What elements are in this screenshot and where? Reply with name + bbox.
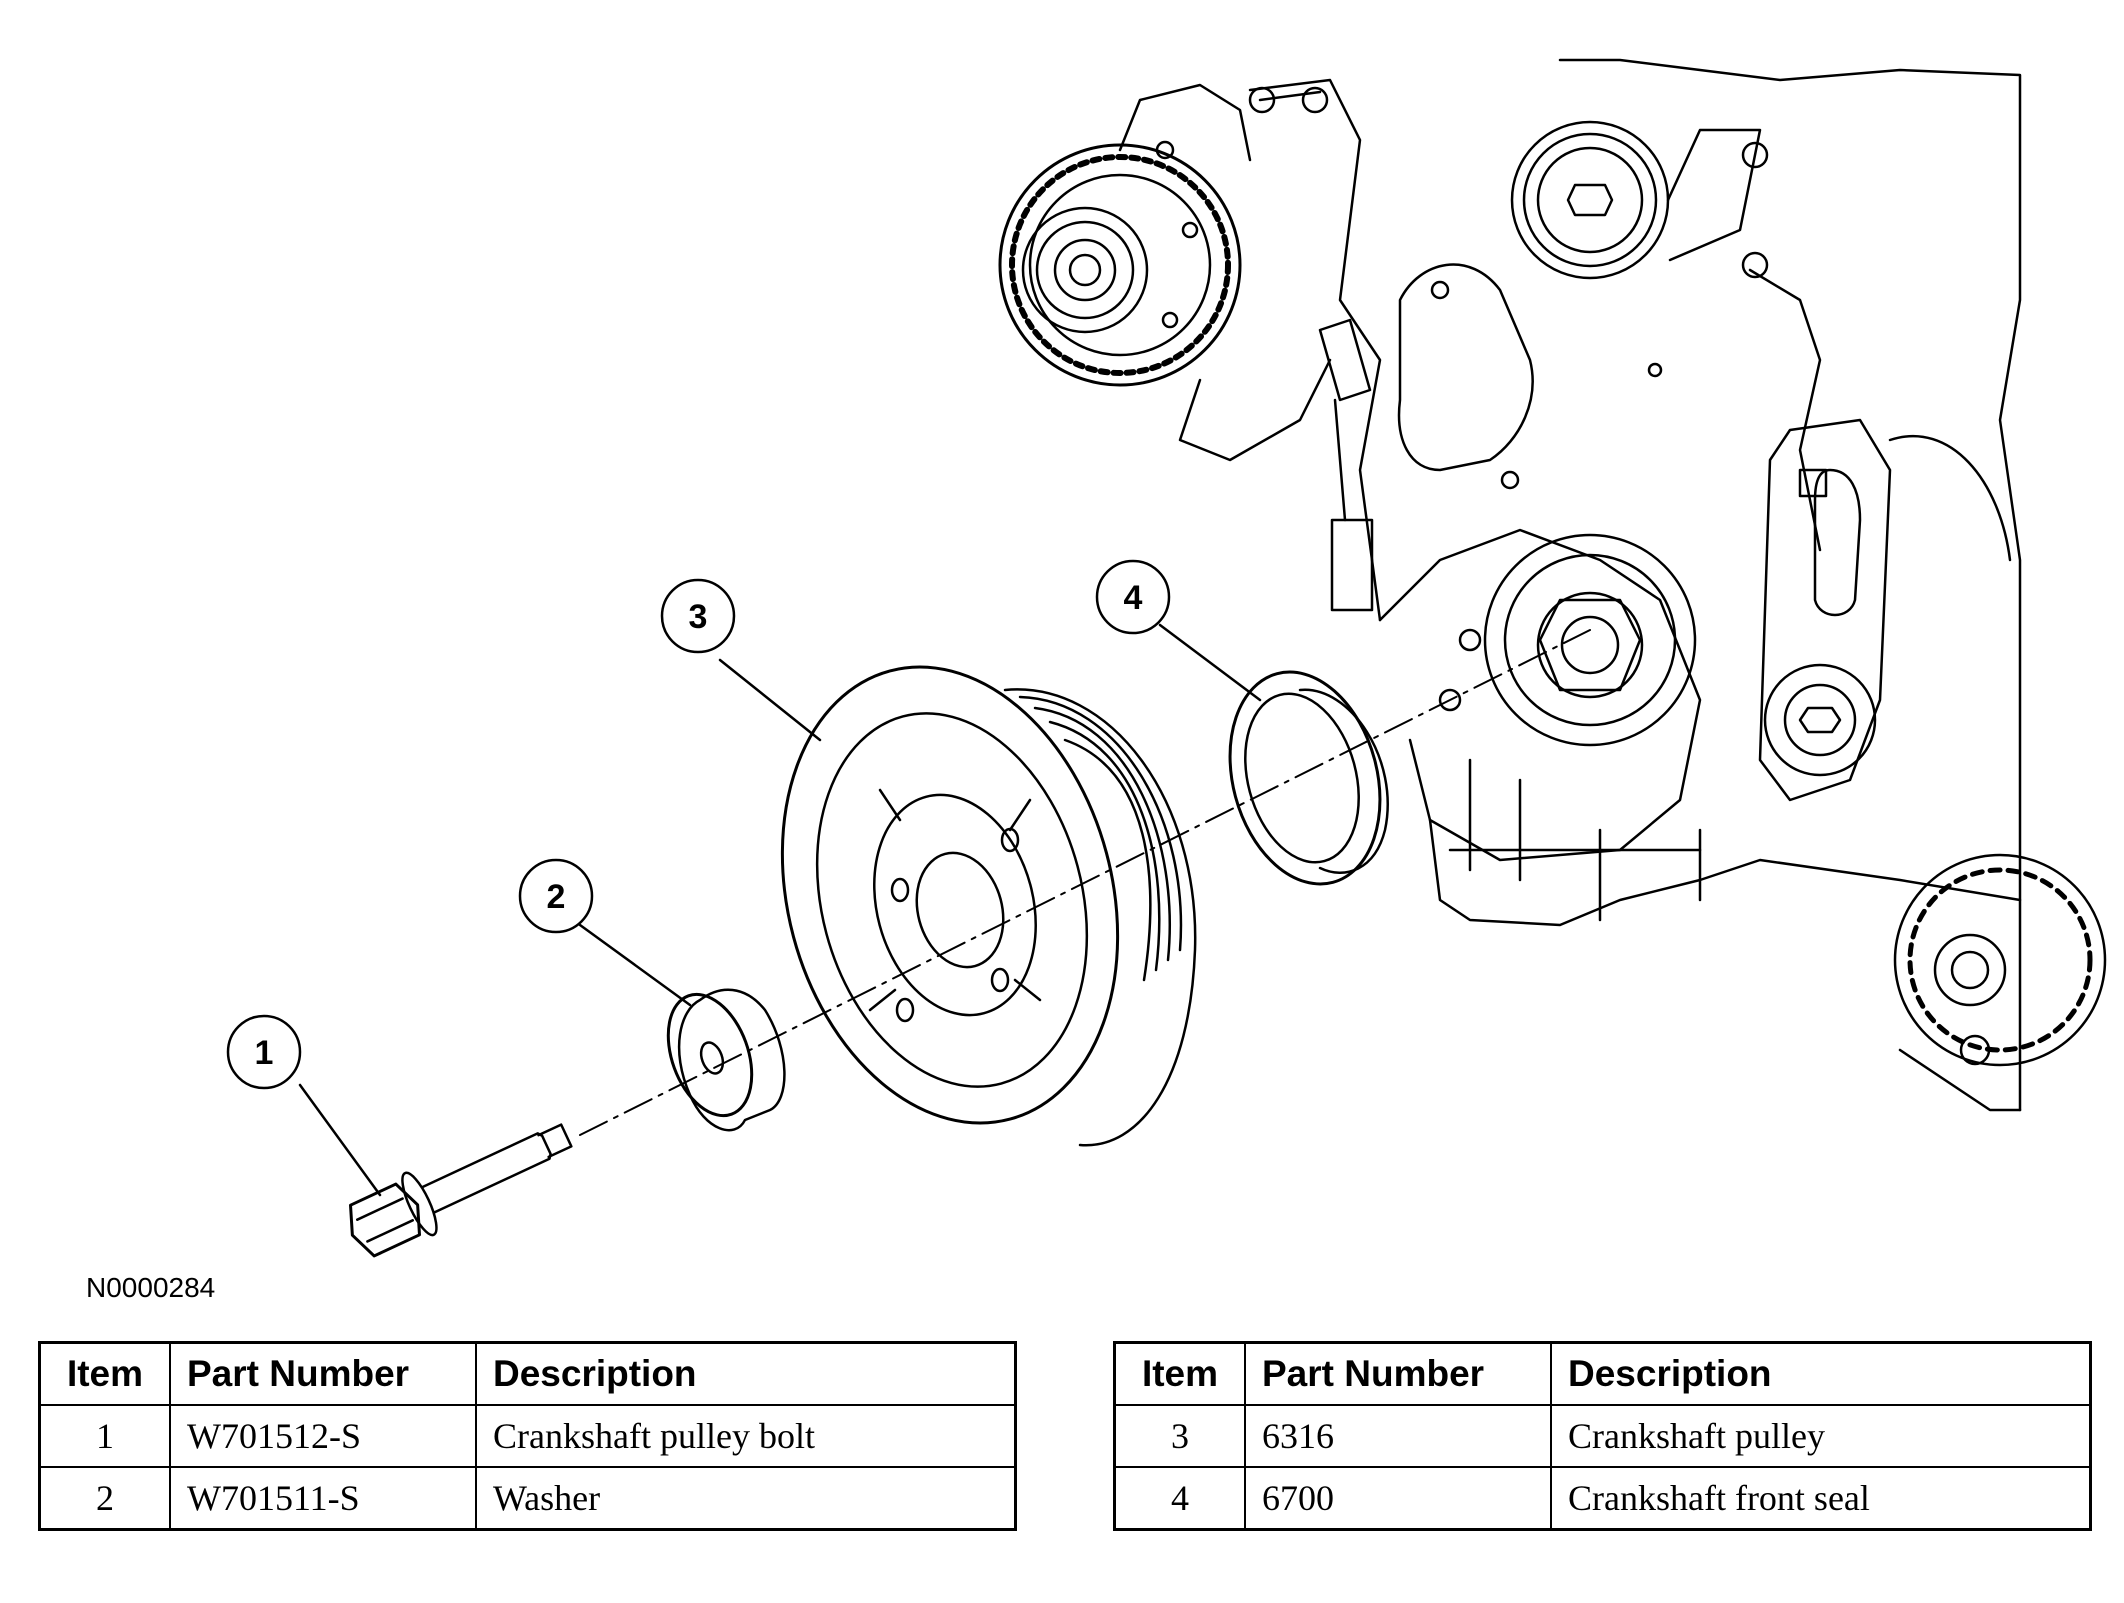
callout-circle-2 [518, 858, 594, 934]
header-item: Item [38, 1341, 171, 1406]
parts-table-right: Item Part Number Description 3 6316 Cran… [1113, 1341, 2092, 1531]
cell-item: 4 [1113, 1466, 1246, 1531]
crankshaft-pulley-bolt [349, 1123, 573, 1258]
table-header-row: Item Part Number Description [38, 1341, 1017, 1406]
table-row: 4 6700 Crankshaft front seal [1113, 1466, 2092, 1531]
callout-number-3: 3 [689, 598, 708, 636]
cell-item: 1 [38, 1404, 171, 1468]
cell-item: 3 [1113, 1404, 1246, 1468]
parts-table-left: Item Part Number Description 1 W701512-S… [38, 1341, 1017, 1531]
crankshaft-front-seal [1228, 670, 1389, 886]
crankshaft-nose [1483, 533, 1697, 747]
callout-circle-3 [660, 578, 736, 654]
engine-front-assembly [998, 58, 2107, 1112]
washer [666, 988, 786, 1132]
header-description: Description [1550, 1341, 2092, 1406]
cell-description: Crankshaft pulley bolt [475, 1404, 1017, 1468]
callout-circle-1 [226, 1014, 302, 1090]
belt-tensioner [1758, 418, 2012, 802]
figure-id: N0000284 [86, 1272, 216, 1303]
engine-front-cover [1378, 58, 2022, 1112]
table-header-row: Item Part Number Description [1113, 1341, 2092, 1406]
alternator [998, 83, 1332, 462]
header-part-number: Part Number [1244, 1341, 1552, 1406]
callout-number-1: 1 [255, 1034, 274, 1072]
table-row: 1 W701512-S Crankshaft pulley bolt [38, 1404, 1017, 1468]
cell-description: Crankshaft front seal [1550, 1466, 2092, 1531]
cell-description: Washer [475, 1466, 1017, 1531]
leader-lines [298, 623, 1262, 1197]
table-row: 2 W701511-S Washer [38, 1466, 1017, 1531]
callout-number-4: 4 [1124, 579, 1143, 617]
cell-description: Crankshaft pulley [1550, 1404, 2092, 1468]
table-row: 3 6316 Crankshaft pulley [1113, 1404, 2092, 1468]
crankshaft-pulley [780, 665, 1197, 1147]
header-part-number: Part Number [169, 1341, 477, 1406]
accessory-bracket [1248, 78, 1382, 622]
cell-part-number: 6700 [1244, 1466, 1552, 1531]
cell-part-number: 6316 [1244, 1404, 1552, 1468]
callout-circle-4 [1095, 559, 1171, 635]
cell-part-number: W701511-S [169, 1466, 477, 1531]
callout-number-2: 2 [547, 878, 566, 916]
header-description: Description [475, 1341, 1017, 1406]
oil-pan [1428, 628, 2022, 927]
header-item: Item [1113, 1341, 1246, 1406]
idler-pulley-upper [1510, 120, 1769, 280]
cell-item: 2 [38, 1466, 171, 1531]
ac-compressor [1893, 853, 2107, 1112]
cell-part-number: W701512-S [169, 1404, 477, 1468]
